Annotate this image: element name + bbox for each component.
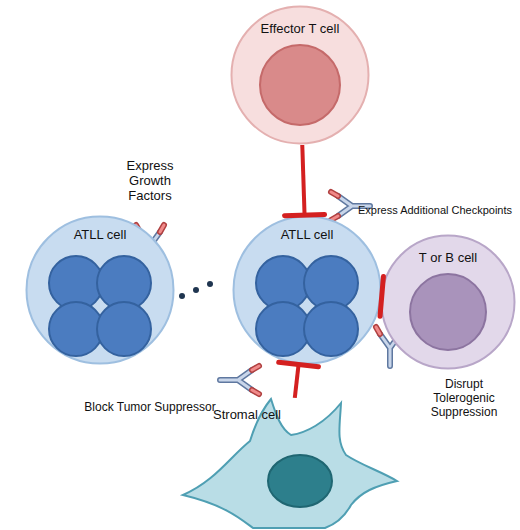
annotation-label: Express Growth Factors — [112, 158, 188, 203]
inhibition-connector — [285, 145, 325, 216]
inhibition-bar — [285, 214, 325, 215]
nucleus-lobe — [256, 302, 310, 356]
effector-t-cell: Effector T cell — [230, 5, 370, 145]
connector-line — [302, 145, 304, 215]
stromal-nucleus — [268, 455, 332, 507]
inhibition-bar — [279, 362, 319, 366]
inhibition-connector — [380, 276, 383, 316]
stromal-cell: Stromal cell — [175, 395, 400, 530]
antibody-symbol — [220, 366, 259, 394]
cell-membrane — [232, 7, 369, 144]
cell-label: T or B cell — [388, 250, 508, 265]
t-or-b-cell: T or B cell — [380, 234, 516, 370]
growth-factor-dot — [179, 293, 185, 299]
inhibition-bar — [380, 276, 383, 316]
connector-line — [295, 365, 299, 398]
cell-membrane — [382, 236, 515, 369]
cell-nucleus — [260, 45, 340, 125]
growth-factor-dot — [207, 281, 213, 287]
annotation-label: Disrupt Tolerogenic Suppression — [418, 377, 510, 419]
annotation-label: Block Tumor Suppressor — [66, 400, 234, 414]
cell-membrane — [27, 217, 174, 364]
atll-cell: ATLL cell — [232, 215, 382, 365]
cell-label: ATLL cell — [40, 227, 160, 242]
growth-factor-dot — [193, 287, 199, 293]
cell-label: Effector T cell — [240, 21, 360, 36]
cell-membrane — [234, 217, 381, 364]
stromal-body — [183, 399, 397, 528]
inhibition-connector — [279, 362, 319, 398]
nucleus-lobe — [49, 302, 103, 356]
nucleus-lobe — [97, 302, 151, 356]
cell-nucleus — [410, 274, 486, 350]
atll-cell: ATLL cell — [25, 215, 175, 365]
cell-shape — [175, 395, 400, 530]
annotation-label: Express Additional Checkpoints — [350, 204, 520, 217]
cell-label: ATLL cell — [247, 227, 367, 242]
nucleus-lobe — [304, 302, 358, 356]
